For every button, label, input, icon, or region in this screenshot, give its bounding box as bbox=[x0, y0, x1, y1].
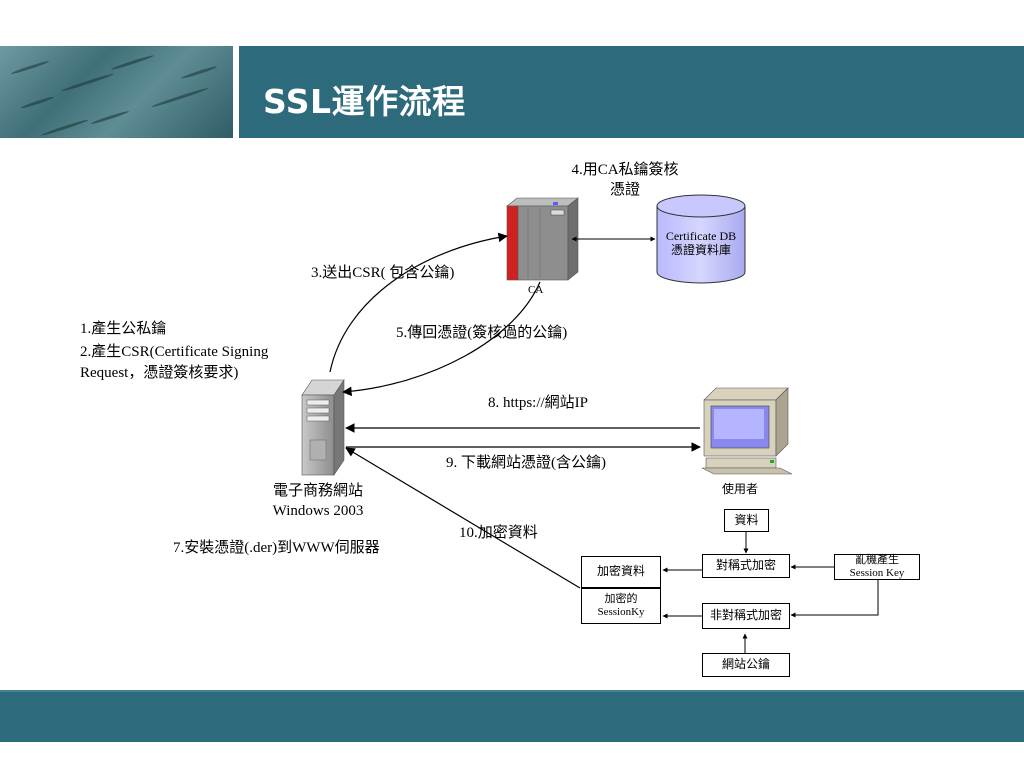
arrow-send-csr bbox=[329, 232, 508, 373]
step-4-label: 4.用CA私鑰簽核 憑證 bbox=[540, 161, 710, 200]
web-server-icon bbox=[301, 379, 345, 476]
random-session-key-line2: Session Key bbox=[849, 567, 905, 579]
step-7-label: 7.安裝憑證(.der)到WWW伺服器 bbox=[173, 540, 380, 556]
step-10-label: 10.加密資料 bbox=[459, 525, 538, 541]
certificate-db-icon bbox=[656, 194, 746, 284]
slide-title: SSL運作流程 bbox=[263, 82, 466, 121]
step-5-label: 5.傳回憑證(簽核過的公鑰) bbox=[396, 325, 568, 341]
server-label: 電子商務網站 Windows 2003 bbox=[258, 482, 378, 521]
server-label-line2: Windows 2003 bbox=[272, 502, 364, 519]
user-computer-icon bbox=[701, 387, 793, 475]
db-label-line2: 憑證資料庫 bbox=[670, 243, 731, 258]
step-2-label-line1: 2.產生CSR(Certificate Signing bbox=[80, 344, 269, 360]
db-label-line1: Certificate DB bbox=[665, 229, 737, 243]
arrow-key-to-asymmetric bbox=[790, 580, 879, 618]
header-photo bbox=[0, 46, 233, 138]
random-session-key-line1: 亂機產生 bbox=[855, 554, 899, 567]
step-8-label: 8. https://網站IP bbox=[488, 395, 589, 411]
encrypted-session-key-box: 加密的 SessionKy bbox=[581, 588, 661, 624]
step-4-label-line1: 4.用CA私鑰簽核 bbox=[571, 162, 679, 178]
step-3-label: 3.送出CSR( 包含公鑰) bbox=[311, 265, 455, 281]
data-box: 資料 bbox=[724, 509, 769, 532]
symmetric-encryption-box: 對稱式加密 bbox=[702, 554, 790, 578]
asymmetric-encryption-box: 非對稱式加密 bbox=[702, 603, 790, 629]
step-2-label-line2: Request，憑證簽核要求) bbox=[80, 365, 239, 381]
arrow-return-cert bbox=[342, 281, 541, 397]
footer-band bbox=[0, 690, 1024, 742]
step-4-label-line2: 憑證 bbox=[609, 181, 640, 198]
ca-label: CA bbox=[528, 284, 544, 296]
random-session-key-box: 亂機產生 Session Key bbox=[834, 554, 920, 580]
step-1-label: 1.產生公私鑰 bbox=[80, 321, 167, 337]
title-panel bbox=[239, 46, 1024, 138]
step-9-label: 9. 下載網站憑證(含公鑰) bbox=[446, 455, 606, 471]
user-label: 使用者 bbox=[722, 482, 759, 496]
site-public-key-box: 網站公鑰 bbox=[702, 653, 790, 677]
db-label: Certificate DB 憑證資料庫 bbox=[657, 229, 745, 258]
ca-server-icon bbox=[506, 197, 579, 281]
encrypted-session-key-line2: SessionKy bbox=[597, 606, 645, 618]
server-label-line1: 電子商務網站 bbox=[272, 483, 363, 499]
encrypted-session-key-line1: 加密的 bbox=[604, 593, 638, 606]
header-divider bbox=[233, 46, 239, 138]
encrypted-data-box: 加密資料 bbox=[581, 556, 661, 588]
arrow-encrypted-data bbox=[345, 447, 581, 589]
